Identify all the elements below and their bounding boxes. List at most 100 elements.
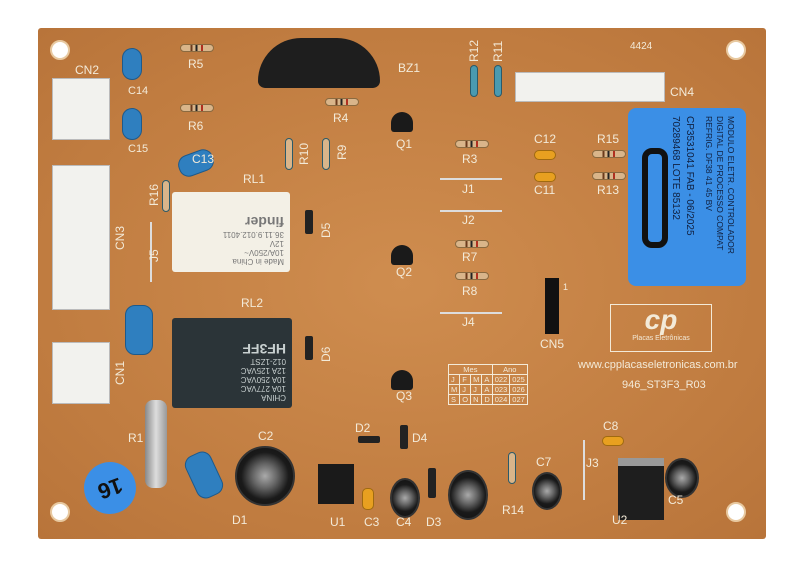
buzzer-bz1 — [258, 38, 380, 88]
electrolytic-capacitor — [390, 478, 420, 518]
electrolytic-capacitor — [532, 472, 562, 510]
connector-cn5 — [545, 278, 559, 334]
label-c8: C8 — [603, 419, 619, 433]
connector-cn3 — [52, 165, 110, 310]
mounting-hole — [726, 502, 746, 522]
label-r1: R1 — [128, 431, 144, 445]
label-r8: R8 — [462, 284, 478, 298]
resistor — [180, 44, 214, 52]
sticker-text: REFRIG. DF38 41 45 BV — [704, 116, 714, 211]
capacitor — [122, 48, 142, 80]
electrolytic-capacitor — [235, 446, 295, 506]
label-c5: C5 — [668, 493, 684, 507]
relay-text: 10A/250V~ — [244, 248, 284, 257]
relay-rl2: CHINA 10A 277VAC 10A 250VAC 12A 125VAC 0… — [172, 318, 292, 408]
label-j1: J1 — [462, 182, 475, 196]
label-d5: D5 — [319, 222, 333, 238]
resistor — [592, 150, 626, 158]
electrolytic-capacitor — [665, 458, 699, 498]
label-c13: C13 — [192, 152, 215, 166]
label-rl2: RL2 — [241, 296, 264, 310]
relay-brand: HF3FF — [242, 341, 286, 357]
connector-cn1 — [52, 342, 110, 404]
label-rl1: RL1 — [243, 172, 266, 186]
resistor — [285, 138, 293, 170]
relay-text: 12V — [269, 239, 284, 248]
relay-text: CHINA — [261, 393, 286, 402]
label-c2: C2 — [258, 429, 274, 443]
label-d2: D2 — [355, 421, 371, 435]
capacitor — [125, 305, 153, 355]
label-d1: D1 — [232, 513, 248, 527]
resistor — [455, 240, 489, 248]
jumper — [150, 222, 152, 282]
label-cn5: CN5 — [540, 337, 565, 351]
inductor — [448, 470, 488, 520]
resistor — [455, 140, 489, 148]
label-r10: R10 — [297, 142, 311, 165]
label-r16: R16 — [147, 183, 161, 206]
label-code: 4424 — [630, 41, 653, 52]
label-r13: R13 — [597, 183, 620, 197]
diode — [305, 336, 313, 360]
website-text: www.cpplacaseletronicas.com.br — [578, 359, 738, 371]
capacitor — [534, 172, 556, 182]
resistor — [592, 172, 626, 180]
diode — [400, 425, 408, 449]
transistor — [391, 245, 413, 265]
relay-text: 36.11.9.012.4011 — [222, 230, 284, 239]
board-revision: 946_ST3F3_R03 — [622, 379, 706, 391]
label-c3: C3 — [364, 515, 380, 529]
relay-text: 10A 250VAC — [240, 375, 286, 384]
logo-subtitle: Placas Eletrônicas — [632, 335, 690, 342]
resistor-r1 — [145, 400, 167, 488]
product-sticker: MODULO ELETR. CONTROLADOR DIGITAL DE PRO… — [628, 108, 746, 286]
relay-text: Made in China — [232, 257, 284, 266]
sticker-text: CP3531041 FAB - 06/2025 — [684, 116, 695, 236]
label-d3: D3 — [426, 515, 442, 529]
diode — [358, 436, 380, 443]
cp-logo-icon — [642, 148, 668, 248]
transistor — [391, 112, 413, 132]
label-r14: R14 — [502, 503, 525, 517]
label-bz1: BZ1 — [398, 61, 421, 75]
label-q1: Q1 — [396, 137, 413, 151]
capacitor — [534, 150, 556, 160]
label-u2: U2 — [612, 513, 628, 527]
label-c12: C12 — [534, 132, 557, 146]
label-pin1: 1 — [563, 282, 569, 292]
capacitor — [602, 436, 624, 446]
diode — [428, 468, 436, 498]
label-c4: C4 — [396, 515, 412, 529]
table-header: Ano — [491, 364, 528, 375]
ic-u1 — [318, 464, 354, 504]
resistor — [162, 180, 170, 212]
label-r12: R12 — [467, 39, 481, 62]
label-r15: R15 — [597, 132, 620, 146]
label-q3: Q3 — [396, 389, 413, 403]
label-q2: Q2 — [396, 265, 413, 279]
label-d6: D6 — [319, 346, 333, 362]
mounting-hole — [50, 40, 70, 60]
label-cn1: CN1 — [113, 360, 127, 385]
resistor — [508, 452, 516, 484]
label-r11: R11 — [491, 40, 505, 62]
label-d4: D4 — [412, 431, 428, 445]
resistor — [325, 98, 359, 106]
label-r5: R5 — [188, 57, 204, 71]
transistor — [391, 370, 413, 390]
relay-text: 12A 125VAC — [240, 366, 286, 375]
mounting-hole — [726, 40, 746, 60]
label-c7: C7 — [536, 455, 552, 469]
logo-mark: cp — [644, 304, 678, 335]
resistor — [470, 65, 478, 97]
connector-cn4 — [515, 72, 665, 102]
mounting-hole — [50, 502, 70, 522]
label-j2: J2 — [462, 213, 475, 227]
relay-text: 012-1ZST — [250, 357, 286, 366]
resistor — [455, 272, 489, 280]
